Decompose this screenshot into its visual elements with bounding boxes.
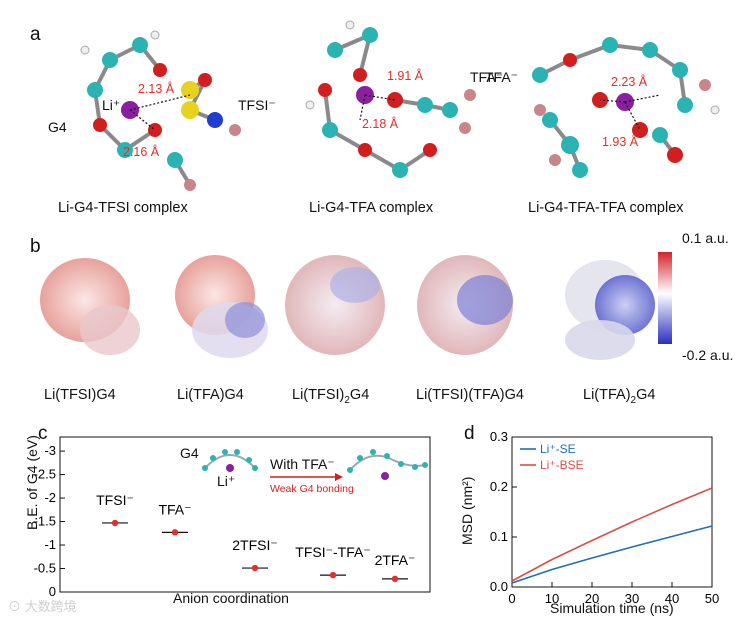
x-tick-label: 20	[585, 591, 599, 606]
molecule-2-render: TFA⁻ 1.91 Å 2.18 Å	[290, 10, 510, 195]
category-label: 2TFA⁻	[375, 552, 416, 568]
y-tick-label: -1.5	[34, 514, 56, 529]
series-line	[511, 487, 713, 582]
molecule-1-svg: G4 Li⁺ TFSI⁻ 2.13 Å 2.16 Å	[48, 30, 276, 191]
esp-caption-2: Li(TFA)G4	[177, 387, 244, 403]
colorbar-min-label: -0.2 a.u.	[682, 347, 734, 363]
esp-surface-5	[565, 260, 655, 360]
esp-surface-3	[285, 255, 385, 355]
y-tick-label: 0.1	[490, 529, 508, 544]
inset-arrow-top-label: With TFA⁻	[270, 456, 335, 472]
plot-frame	[59, 436, 431, 593]
y-tick-label: -1	[44, 537, 56, 552]
li-ion-label: Li⁺	[102, 97, 120, 113]
watermark-logo-icon: ⊙	[8, 599, 22, 614]
panel-b-letter: b	[30, 236, 41, 257]
data-point	[329, 571, 337, 579]
data-point	[111, 519, 119, 527]
x-tick-label: 40	[665, 591, 679, 606]
distance-label: 1.93 Å	[602, 134, 639, 149]
distance-label: 2.13 Å	[138, 81, 175, 96]
panel-c-letter: c	[38, 423, 48, 444]
distance-label: 2.23 Å	[611, 74, 648, 89]
legend-label: Li⁺-BSE	[540, 458, 584, 472]
molecule-1-render: G4 Li⁺ TFSI⁻ 2.13 Å 2.16 Å	[40, 10, 280, 195]
y-tick-label: 0.0	[490, 579, 508, 594]
esp-caption-5: Li(TFA)2G4	[583, 387, 656, 406]
esp-surface-4	[417, 255, 513, 355]
x-axis-label: Anion coordination	[173, 590, 289, 606]
inset-li-label: Li⁺	[217, 473, 235, 489]
msd-chart: MSD (nm²) Simulation time (ns) 0 10 20 30 40…	[459, 429, 719, 616]
molecule-1-caption: Li-G4-TFSI complex	[58, 200, 188, 216]
watermark: ⊙ 大数跨境	[8, 599, 77, 614]
molecule-3-render: TFA⁻ 2.23 Å 1.93 Å	[485, 10, 740, 195]
y-tick-label: 0	[49, 584, 56, 599]
tfsi-label: TFSI⁻	[238, 97, 276, 113]
category-label: 2TFSI⁻	[232, 537, 278, 553]
x-tick-label: 10	[545, 591, 559, 606]
distance-label: 2.18 Å	[362, 116, 399, 131]
data-point	[251, 564, 259, 572]
category-label: TFSI⁻-TFA⁻	[295, 544, 370, 560]
data-point	[391, 575, 399, 583]
panel-a-letter: a	[30, 24, 41, 45]
binding-energy-chart: B.E. of G4 (eV) Anion coordination -3 -2.…	[24, 435, 431, 606]
x-tick-label: 0	[508, 591, 515, 606]
x-tick-label: 30	[625, 591, 639, 606]
colorbar-max-label: 0.1 a.u.	[682, 230, 729, 246]
legend-label: Li⁺-SE	[540, 442, 576, 456]
y-tick-label: 0.2	[490, 479, 508, 494]
g4-label: G4	[48, 119, 67, 135]
esp-caption-3: Li(TFSI)2G4	[292, 387, 370, 406]
inset-arrow-bottom-label: Weak G4 bonding	[270, 483, 354, 495]
esp-surface-1	[40, 258, 140, 355]
y-tick-label: -0.5	[34, 561, 56, 576]
plot-frame	[511, 436, 713, 588]
inset-diagram: G4 Li⁺ With TFA⁻ Weak G4 bonding	[180, 445, 428, 495]
y-axis-label: B.E. of G4 (eV)	[24, 435, 40, 530]
x-axis-label: Simulation time (ns)	[550, 600, 674, 616]
esp-caption-1: Li(TFSI)G4	[44, 387, 116, 403]
category-label: TFA⁻	[158, 501, 191, 517]
y-tick-label: -2	[44, 490, 56, 505]
series-line	[511, 525, 713, 584]
esp-caption-4: Li(TFSI)(TFA)G4	[416, 387, 524, 403]
tfa-label: TFA⁻	[470, 69, 503, 85]
data-point	[171, 529, 179, 536]
y-tick-label: -3	[44, 443, 56, 458]
inset-g4-label: G4	[180, 445, 199, 461]
distance-label: 2.16 Å	[123, 144, 160, 159]
y-tick-label: 0.3	[490, 429, 508, 444]
esp-surface-2	[175, 255, 268, 358]
tfa-label: TFA⁻	[485, 69, 518, 85]
molecule-3-caption: Li-G4-TFA-TFA complex	[528, 200, 684, 216]
x-tick-label: 50	[705, 591, 719, 606]
colorbar	[658, 252, 672, 344]
esp-surfaces	[40, 255, 655, 360]
molecule-3-svg: TFA⁻ 2.23 Å 1.93 Å	[485, 37, 720, 178]
y-axis-label: MSD (nm²)	[459, 477, 475, 545]
molecule-2-svg: TFA⁻ 1.91 Å 2.18 Å	[305, 20, 503, 178]
panel-d-letter: d	[464, 423, 475, 444]
distance-label: 1.91 Å	[387, 68, 424, 83]
y-tick-label: -2.5	[34, 467, 56, 482]
molecule-2-caption: Li-G4-TFA complex	[309, 200, 434, 216]
category-label: TFSI⁻	[96, 492, 134, 508]
